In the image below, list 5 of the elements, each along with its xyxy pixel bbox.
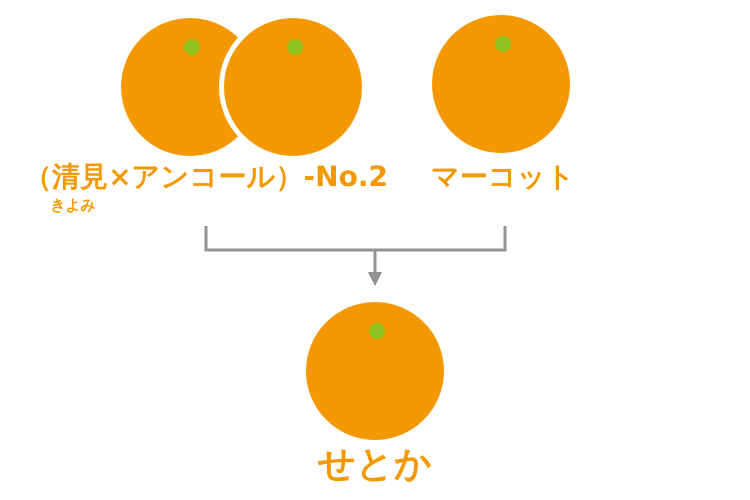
variety-name: マーコット <box>431 163 575 191</box>
furigana: きよみ <box>50 198 96 213</box>
variety-name: （清見×アンコール）-No.2 <box>24 163 388 191</box>
variety-name: せとか <box>318 445 432 482</box>
connector-arrow <box>368 226 506 286</box>
